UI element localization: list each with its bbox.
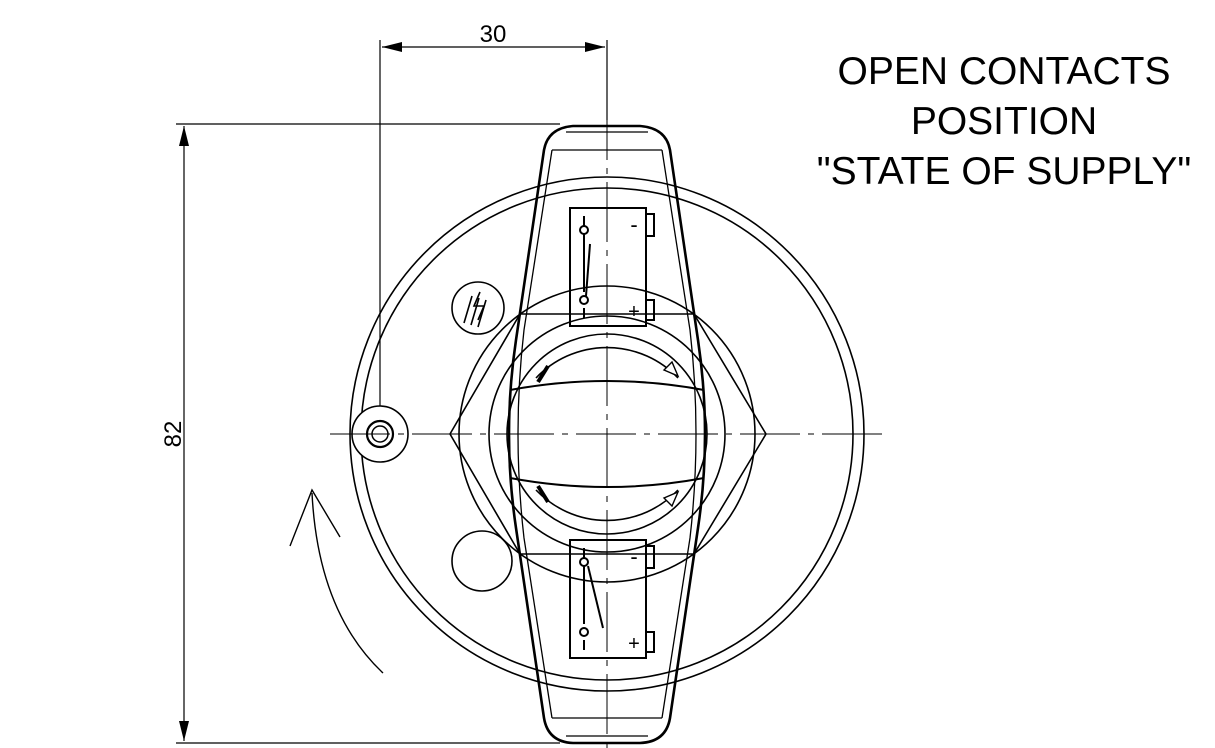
- title-line-2: POSITION: [911, 100, 1097, 143]
- dimension-vertical: [176, 123, 560, 744]
- battery-minus-top: -: [630, 212, 637, 237]
- battery-plus-top: +: [628, 301, 640, 323]
- battery-plus-bottom: +: [628, 633, 640, 655]
- title-block: OPEN CONTACTS POSITION "STATE OF SUPPLY": [817, 50, 1191, 193]
- battery-minus-bottom: -: [630, 544, 637, 569]
- centerlines: [330, 100, 884, 748]
- dimension-horizontal: [379, 40, 608, 420]
- brand-logo-icon: [451, 281, 505, 335]
- battery-switch-symbol-bottom: - +: [569, 539, 655, 659]
- indicator-circle: [451, 530, 513, 592]
- title-line-3: "STATE OF SUPPLY": [817, 150, 1191, 193]
- dimension-vertical-value: 82: [160, 421, 187, 448]
- dimension-horizontal-value: 30: [480, 21, 507, 48]
- title-line-1: OPEN CONTACTS: [838, 50, 1171, 93]
- battery-switch-symbol-top: - +: [569, 207, 655, 327]
- rotation-arrow-icon: [289, 488, 384, 674]
